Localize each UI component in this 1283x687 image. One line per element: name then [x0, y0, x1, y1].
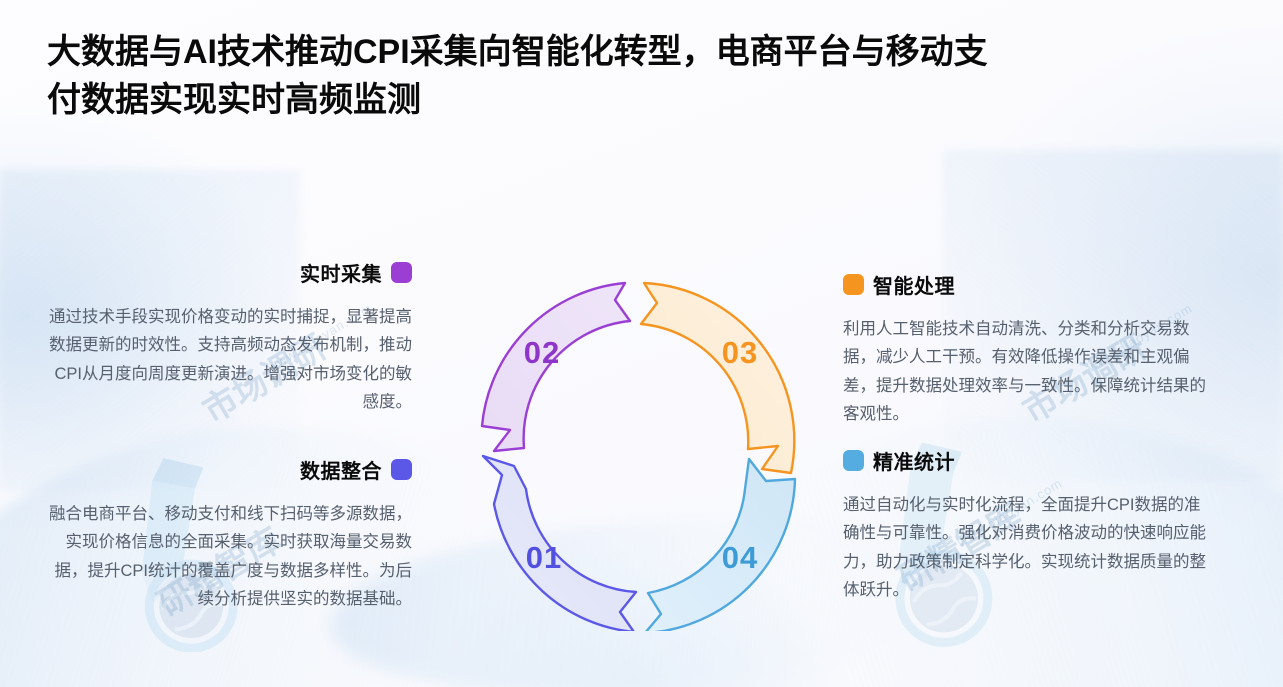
feature-block-header: 实时采集 [42, 258, 412, 287]
feature-color-dot-icon [391, 262, 412, 283]
feature-title: 智能处理 [873, 276, 955, 298]
cycle-segment-04-shape[interactable] [645, 457, 797, 631]
cycle-segment-01-number: 01 [526, 540, 562, 575]
feature-description: 融合电商平台、移动支付和线下扫码等多源数据，实现价格信息的全面采集。实时获取海量… [49, 505, 412, 609]
feature-block-header: 数据整合 [42, 455, 412, 484]
feature-title: 精准统计 [873, 452, 955, 474]
cycle-segment-03-number: 03 [722, 335, 758, 370]
feature-color-dot-icon [843, 450, 864, 471]
cycle-segment-02-number: 02 [524, 335, 560, 370]
cycle-segment-04-number: 04 [722, 540, 758, 575]
cycle-segment-03-shape[interactable] [639, 281, 796, 475]
feature-title: 数据整合 [300, 461, 382, 483]
cycle-segment-02[interactable]: 02 [480, 281, 632, 453]
feature-description: 通过自动化与实时化流程，全面提升CPI数据的准确性与可靠性。强化对消费价格波动的… [843, 496, 1206, 600]
feature-title: 实时采集 [300, 264, 382, 286]
feature-block-data-integration: 数据整合 融合电商平台、移动支付和线下扫码等多源数据，实现价格信息的全面采集。实… [42, 455, 412, 614]
cycle-segment-01-shape[interactable] [481, 454, 638, 631]
feature-color-dot-icon [843, 274, 864, 295]
feature-description: 通过技术手段实现价格变动的实时捕捉，显著提高数据更新的时效性。支持高频动态发布机… [49, 308, 412, 412]
feature-description: 利用人工智能技术自动清洗、分类和分析交易数据，减少人工干预。有效降低操作误差和主… [843, 320, 1206, 424]
feature-block-header: 智能处理 [843, 270, 1213, 299]
cycle-segment-01[interactable]: 01 [481, 454, 638, 631]
feature-color-dot-icon [391, 459, 412, 480]
cycle-diagram-svg: 02 03 04 01 [480, 281, 797, 631]
page-title: 大数据与AI技术推动CPI采集向智能化转型，电商平台与移动支 付数据实现实时高频… [47, 33, 988, 120]
cycle-segment-04[interactable]: 04 [645, 457, 797, 631]
feature-block-intelligent-processing: 智能处理 利用人工智能技术自动清洗、分类和分析交易数据，减少人工干预。有效降低操… [843, 270, 1213, 429]
feature-block-precise-statistics: 精准统计 通过自动化与实时化流程，全面提升CPI数据的准确性与可靠性。强化对消费… [843, 446, 1213, 605]
feature-block-realtime-collection: 实时采集 通过技术手段实现价格变动的实时捕捉，显著提高数据更新的时效性。支持高频… [42, 258, 412, 417]
cycle-diagram: 02 03 04 01 [452, 251, 832, 631]
feature-block-header: 精准统计 [843, 446, 1213, 475]
cycle-segment-02-shape[interactable] [480, 281, 632, 453]
cycle-segment-03[interactable]: 03 [639, 281, 796, 475]
